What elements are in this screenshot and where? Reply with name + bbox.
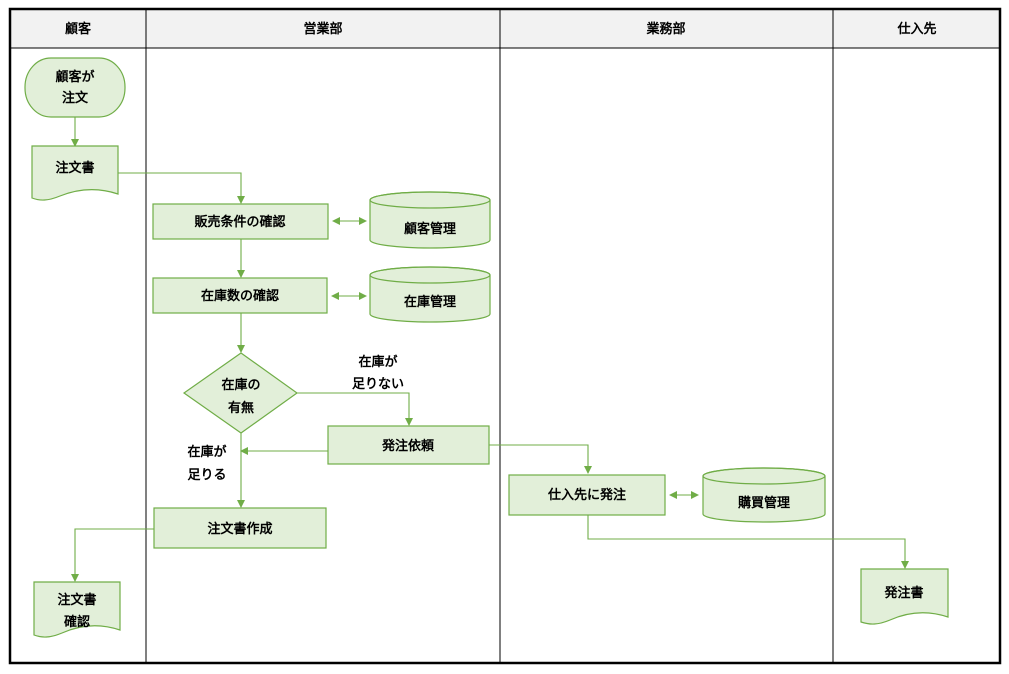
node-label: 顧客が [55,69,94,85]
edge-label-sufficient: 在庫が [187,444,226,460]
edge-label-sufficient: 足りる [187,468,226,483]
node-label: 注文書 [57,592,96,608]
database-top [702,467,826,485]
lane-title-supplier: 仕入先 [896,21,936,37]
node-label: 在庫管理 [404,294,456,310]
arrow-insufficient [297,392,413,426]
document-shape [31,145,119,201]
process-shape [152,203,329,240]
arrow-form-to-terms [118,172,245,204]
lane-headers: 顧客 営業部 業務部 仕入先 [65,21,937,37]
node-label: 確認 [64,614,90,630]
document-shape [33,581,121,638]
node-customer-management: 顧客管理 [369,191,491,249]
lane-title-sales: 営業部 [303,21,342,37]
node-label: 顧客管理 [404,221,456,237]
outer-border [8,7,1002,665]
arrow-create-to-confirm [71,528,154,582]
node-label: 在庫数の確認 [201,288,279,304]
node-label: 注文書作成 [207,521,272,537]
lane-title-business: 業務部 [645,21,685,37]
node-customer-order: 顧客が 注文 [24,57,126,118]
node-create-order-form: 注文書作成 [153,507,327,549]
arrow-request-to-supplier-order [489,444,592,474]
node-label: 注文 [62,90,89,106]
node-label: 発注書 [883,585,923,601]
process-shape [152,277,328,314]
node-purchase-management: 購買管理 [702,467,826,523]
lane-title-customer: 顧客 [65,21,92,37]
node-stock-decision: 在庫の 有無 [182,352,299,434]
node-order-to-supplier: 仕入先に発注 [508,474,666,516]
header-band [10,9,1000,48]
nodes: 顧客が 注文 注文書 販売条件の確認 顧客管理 在庫数の確認 在庫管理 [24,57,949,638]
node-label: 発注依頼 [381,438,435,454]
database-top [369,266,491,284]
node-label: 在庫の [221,377,260,393]
database-shape [702,467,826,523]
node-check-stock-count: 在庫数の確認 [152,277,328,314]
database-top [369,191,491,209]
decision-shape [182,352,299,434]
node-check-sales-terms: 販売条件の確認 [152,203,329,240]
node-stock-management: 在庫管理 [369,266,491,323]
node-label: 購買管理 [737,495,790,511]
node-label: 有無 [228,400,254,416]
swimlane-frame [8,7,1002,665]
edge-labels: 在庫が 足りない 在庫が 足りる [187,354,404,483]
edge-label-insufficient: 在庫が [358,354,397,370]
node-label: 注文書 [55,160,94,176]
process-shape [153,507,327,549]
node-purchase-order: 発注書 [860,568,949,625]
node-order-request: 発注依頼 [327,425,490,465]
process-shape [327,425,490,465]
document-shape [860,568,949,625]
node-order-form: 注文書 [31,145,119,201]
connectors [71,117,909,582]
node-order-confirmation: 注文書 確認 [33,581,121,638]
node-label: 仕入先に発注 [547,487,626,503]
terminator-shape [24,57,126,118]
arrow-to-purchase-order [587,515,909,569]
edge-label-insufficient: 足りない [352,377,404,392]
process-shape [508,474,666,516]
node-label: 販売条件の確認 [194,214,285,230]
database-shape [369,191,491,249]
